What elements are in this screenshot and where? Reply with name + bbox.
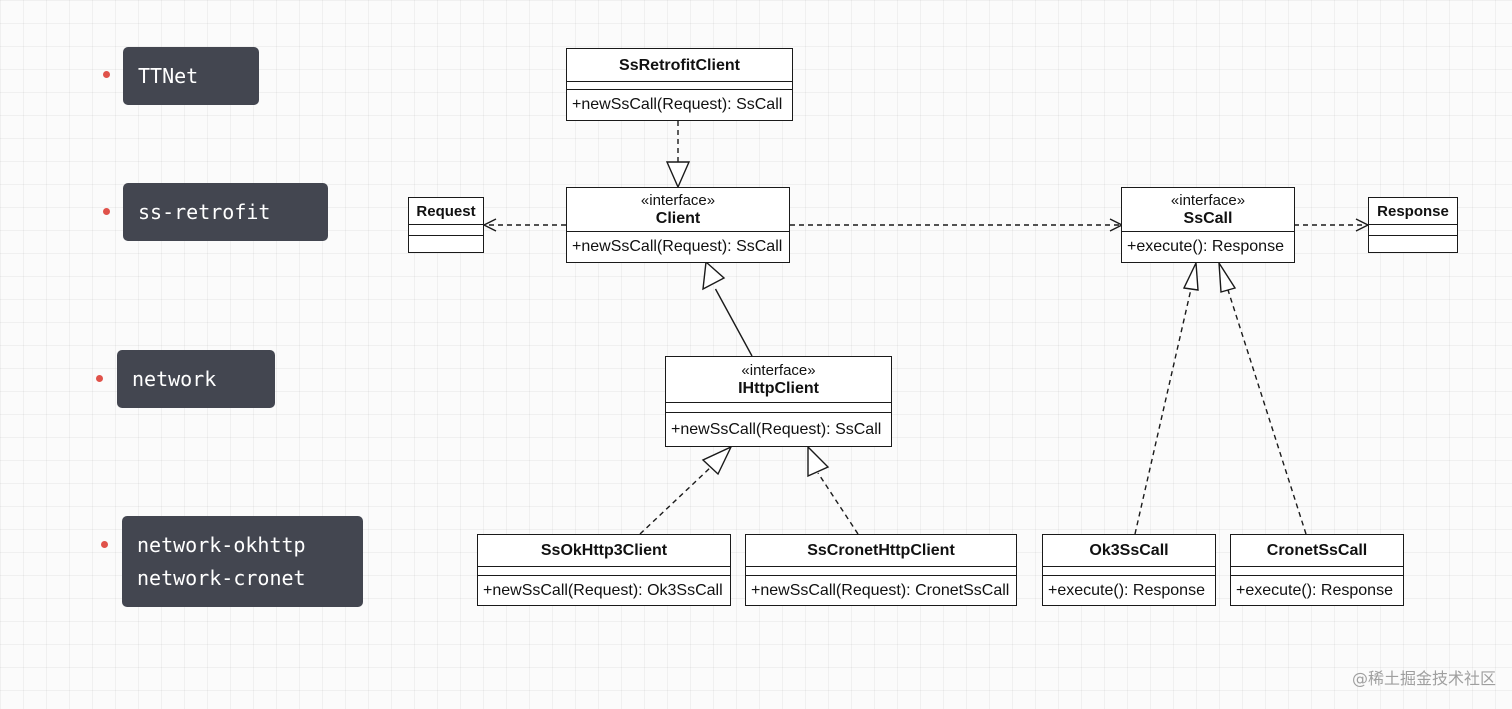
class-name: SsCall [1183, 209, 1233, 227]
realization-line [1227, 289, 1307, 535]
class-name: SsCronetHttpClient [807, 542, 955, 559]
watermark: @稀土掘金技术社区 [1351, 669, 1496, 688]
stereotype-label: «interface» [741, 361, 816, 379]
module-bullet [101, 541, 108, 548]
module-bullet [103, 71, 110, 78]
class-operation: +newSsCall(Request): SsCall [572, 96, 783, 113]
realization-arrowhead [807, 445, 830, 478]
class-client-interface: «interface» Client +newSsCall(Request): … [566, 187, 790, 263]
class-name: Client [655, 209, 701, 227]
class-ss-cronet-http-client: SsCronetHttpClient +newSsCall(Request): … [745, 534, 1017, 606]
class-ok3-ss-call: Ok3SsCall +execute(): Response [1042, 534, 1216, 606]
class-operation: +execute(): Response [1048, 581, 1205, 599]
class-operation: +execute(): Response [1127, 238, 1284, 255]
class-name: CronetSsCall [1266, 542, 1368, 559]
stereotype-label: «interface» [1170, 191, 1246, 209]
module-tag-network-impl: network-okhttp network-cronet [122, 516, 363, 607]
dependency-arrowhead [482, 218, 497, 232]
module-tag-line: network-okhttp [137, 532, 306, 557]
module-tag-line: network [132, 366, 217, 391]
class-ss-okhttp3-client: SsOkHttp3Client +newSsCall(Request): Ok3… [477, 534, 731, 606]
stereotype-label: «interface» [640, 191, 716, 209]
generalization-arrowhead [702, 260, 726, 291]
class-name: SsOkHttp3Client [540, 542, 668, 559]
generalization-line [714, 288, 753, 357]
realization-arrowhead [1182, 260, 1199, 291]
class-response: Response [1368, 197, 1458, 253]
module-bullet [103, 208, 110, 215]
module-tag-line: ss-retrofit [138, 199, 271, 224]
class-name: SsRetrofitClient [619, 56, 740, 74]
realization-arrowhead [701, 445, 733, 476]
module-bullet [96, 375, 103, 382]
class-ihttp-client-interface: «interface» IHttpClient +newSsCall(Reque… [665, 356, 892, 447]
class-operation: +execute(): Response [1236, 581, 1393, 599]
realization-arrowhead [1218, 262, 1237, 293]
module-tag-network: network [117, 350, 275, 408]
realization-line [639, 466, 712, 535]
class-operation: +newSsCall(Request): SsCall [671, 420, 882, 438]
class-cronet-ss-call: CronetSsCall +execute(): Response [1230, 534, 1404, 606]
class-ss-retrofit-client: SsRetrofitClient +newSsCall(Request): Ss… [566, 48, 793, 121]
class-name: Ok3SsCall [1089, 542, 1169, 559]
class-operation: +newSsCall(Request): Ok3SsCall [483, 581, 723, 599]
class-operation: +newSsCall(Request): SsCall [572, 238, 783, 255]
module-tag-line: TTNet [138, 63, 199, 88]
class-request: Request [408, 197, 484, 253]
realization-line [817, 472, 859, 535]
class-name: IHttpClient [738, 379, 819, 397]
class-name: Response [1377, 202, 1449, 220]
module-tag-ss-retrofit: ss-retrofit [123, 183, 328, 241]
realization-line [1134, 288, 1192, 535]
class-ss-call-interface: «interface» SsCall +execute(): Response [1121, 187, 1295, 263]
realization-arrowhead [665, 161, 691, 189]
module-tag-line: network-cronet [137, 565, 306, 590]
class-operation: +newSsCall(Request): CronetSsCall [751, 581, 1010, 599]
class-name: Request [416, 202, 476, 220]
module-tag-ttnet: TTNet [123, 47, 259, 105]
